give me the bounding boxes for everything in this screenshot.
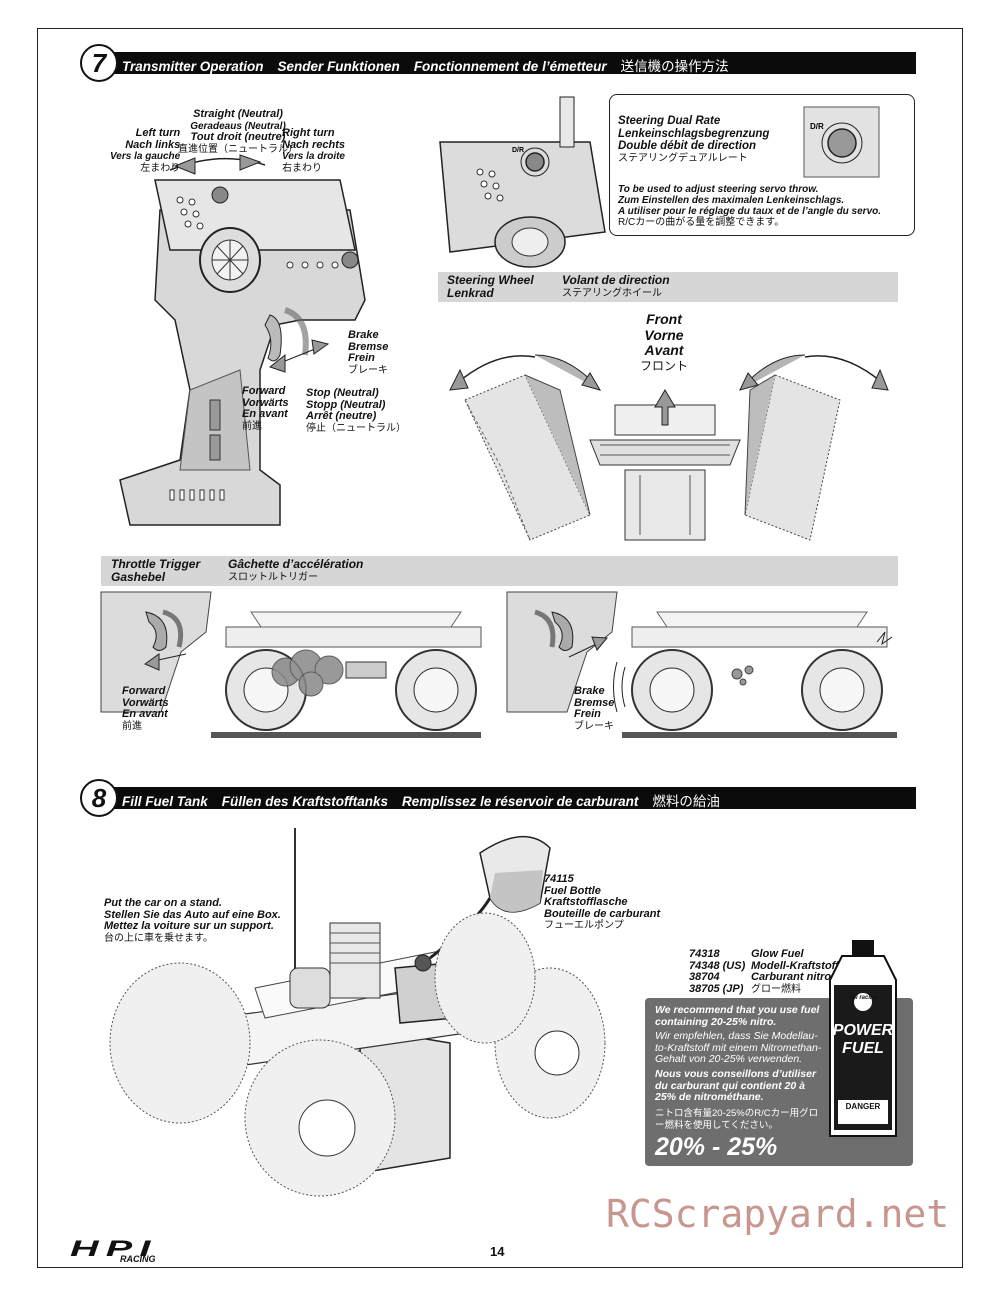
watermark: RCScrapyard.net [606,1192,950,1236]
svg-text:D/R: D/R [810,122,824,131]
fuel-note-de: Wir empfehlen, dass Sie Modellau-to-Kraf… [655,1030,822,1065]
power-fuel-bottle: hpi racing POWER FUEL DANGER [824,940,902,1140]
svg-text:D/R: D/R [512,147,524,154]
step-title-bar [98,52,916,74]
fuel-brand: hpi racing [848,995,878,1001]
stand-note: Put the car on a stand.Stellen Sie das A… [104,897,281,944]
throttle-forward-illustration [100,591,482,738]
stop-label: Stop (Neutral)Stopp (Neutral)Arrêt (neut… [306,387,406,434]
page-frame [37,28,963,1268]
fuel-note-en: We recommend that you use fuel containin… [655,1004,820,1028]
truck-on-stand-illustration [109,828,606,1197]
page-number: 14 [490,1244,505,1259]
fuel-warning: DANGER [845,1102,881,1111]
fuel-note-jp: ニトロ含有量20-25%のR/Cカー用グロー燃料を使用してください。 [655,1108,819,1131]
dual-rate-knob-icon: D/R [803,106,880,178]
throttle-brake-illustration [506,591,897,738]
step-number: 7 [80,44,118,82]
dual-rate-description: To be used to adjust steering servo thro… [618,184,882,228]
fuel-note-fr: Nous vous conseillons d’utiliser du carb… [655,1068,817,1103]
transmitter-illustration [119,154,366,526]
fuel-name: POWER [832,1022,894,1039]
hpi-logo: HPI RACING [70,1236,158,1264]
front-wheels-steering-illustration [449,354,889,541]
fuel-percent: 20% - 25% [655,1133,778,1161]
step-number: 8 [80,779,118,817]
dual-rate-transmitter-illustration: D/R [439,96,606,268]
straight-label: Straight (Neutral)Geradeaus (Neutral)Tou… [178,108,298,155]
fuel-name-2: FUEL [842,1040,884,1057]
step-title-bar [98,787,916,809]
